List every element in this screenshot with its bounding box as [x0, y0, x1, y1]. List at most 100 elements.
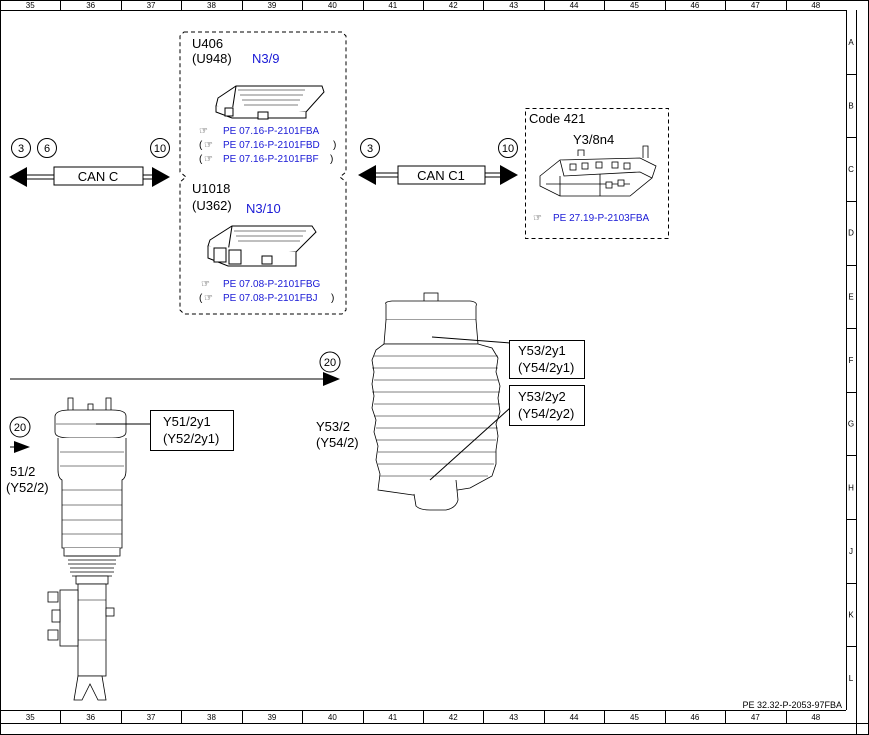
can-c-arrow-right	[152, 167, 170, 187]
column-label-bottom: 39	[267, 713, 276, 722]
connector-20-label: 20	[324, 357, 336, 369]
module-u1018-refs: ☞ PE 07.08-P-2101FBG ( ☞ PE 07.08-P-2101…	[199, 279, 334, 304]
front-valve-callout	[150, 410, 234, 451]
rear-strut-illustration	[371, 292, 501, 511]
column-label-bottom: 48	[811, 713, 820, 722]
front-cut-label-1: 51/2	[10, 464, 35, 479]
row-label: H	[848, 483, 854, 492]
column-label-bottom: 37	[147, 713, 156, 722]
rear-valve1-callout	[509, 340, 585, 379]
paren-close: )	[331, 293, 334, 304]
connector-10-left-label: 10	[154, 143, 166, 155]
ref-link-1[interactable]: PE 07.16-P-2101FBA	[223, 126, 319, 137]
hand-icon: ☞	[204, 293, 213, 304]
hand-icon: ☞	[204, 140, 213, 151]
column-ruler: 3535363637373838393940404141424243434444…	[26, 0, 821, 723]
module-u406-alt-id: (U948)	[192, 51, 232, 66]
rear-valve1-label-2: (Y54/2y1)	[518, 360, 574, 375]
row-label: F	[849, 356, 854, 365]
ref-link-6[interactable]: PE 27.19-P-2103FBA	[553, 213, 649, 224]
column-label-bottom: 44	[570, 713, 579, 722]
column-label-top: 35	[26, 1, 35, 10]
module-code-421: Code 421 Y3/8n4 ☞ PE 27.19-P-2103FBA	[525, 108, 669, 239]
column-label-top: 45	[630, 1, 639, 10]
column-label-bottom: 47	[751, 713, 760, 722]
connector-6-left	[37, 138, 57, 158]
front-valve-label-2: (Y52/2y1)	[163, 431, 219, 446]
connection-20-arrow: 20	[10, 351, 341, 386]
connector-20-front	[9, 416, 31, 438]
ref-link-5[interactable]: PE 07.08-P-2101FBJ	[223, 293, 318, 304]
can-c1-bus: CAN C1 3 10	[358, 138, 518, 185]
ref-link-3[interactable]: PE 07.16-P-2101FBF	[223, 154, 319, 165]
module-u406-refs: ☞ PE 07.16-P-2101FBA ( ☞ PE 07.16-P-2101…	[199, 126, 336, 165]
hand-icon: ☞	[201, 279, 210, 290]
paren-close: )	[330, 154, 333, 165]
hand-icon: ☞	[204, 154, 213, 165]
row-label: A	[848, 38, 854, 47]
column-label-bottom: 35	[26, 713, 35, 722]
connector-3-left-label: 3	[18, 143, 24, 155]
column-label-bottom: 36	[86, 713, 95, 722]
rear-strut-label: Y53/2	[316, 419, 350, 434]
column-label-bottom: 45	[630, 713, 639, 722]
column-label-top: 36	[86, 1, 95, 10]
row-label: L	[849, 674, 854, 683]
n3-9-ecu-illustration	[215, 85, 325, 120]
column-label-bottom: 43	[509, 713, 518, 722]
front-valve-label-1: Y51/2y1	[163, 414, 211, 429]
module-u1018: U1018 (U362) N3/10 ☞ PE 07.08-P-2101FBG …	[192, 181, 334, 304]
module-u406: U406 (U948) N3/9 ☞ PE 07.16-P-2101FBA ( …	[179, 31, 347, 315]
can-c1-arrow-left	[358, 165, 376, 185]
column-label-top: 39	[267, 1, 276, 10]
connector-6-left-label: 6	[44, 143, 50, 155]
hand-icon: ☞	[533, 213, 542, 224]
can-c-box	[53, 166, 144, 186]
module-u1018-alt-id: (U362)	[192, 198, 232, 213]
rear-air-strut: Y53/2y1 (Y54/2y1) Y53/2y2 (Y54/2y2) Y53/…	[316, 292, 585, 511]
n3-10-ecu-illustration	[207, 225, 317, 267]
front-cut-label-2: (Y52/2)	[6, 480, 49, 495]
column-label-top: 44	[570, 1, 579, 10]
module-group-dashed-outline	[179, 31, 347, 315]
column-label-top: 40	[328, 1, 337, 10]
ref-link-2[interactable]: PE 07.16-P-2101FBD	[223, 140, 320, 151]
connection-20-arrowhead	[323, 372, 340, 386]
paren-open: (	[199, 154, 203, 165]
column-label-bottom: 40	[328, 713, 337, 722]
document-reference: PE 32.32-P-2053-97FBA	[742, 700, 842, 710]
module-code-421-code: Code 421	[529, 111, 585, 126]
front-air-strut: 20 51/2 (Y52/2) Y51/2y1 (Y52/2y1)	[6, 397, 234, 701]
front-strut-illustration	[47, 397, 127, 701]
can-c-arrow-left	[9, 167, 27, 187]
y3-8n4-valve-body-illustration	[539, 145, 657, 197]
rear-valve1-leader-line	[431, 336, 511, 344]
row-label: C	[848, 165, 854, 174]
rear-valve2-callout	[509, 385, 585, 426]
connector-20	[319, 351, 341, 373]
connector-3-left	[11, 138, 31, 158]
connector-10-right-label: 10	[502, 143, 514, 155]
column-label-bottom: 41	[388, 713, 397, 722]
row-label: E	[848, 292, 853, 301]
column-label-top: 43	[509, 1, 518, 10]
row-label: D	[848, 229, 854, 238]
paren-open: (	[199, 293, 203, 304]
column-label-top: 47	[751, 1, 760, 10]
column-label-top: 48	[811, 1, 820, 10]
row-label: K	[848, 611, 854, 620]
module-u406-id: U406	[192, 36, 223, 51]
module-u406-name: N3/9	[252, 51, 279, 66]
rear-valve1-label-1: Y53/2y1	[518, 343, 566, 358]
connector-10-left	[150, 138, 170, 158]
hand-icon: ☞	[199, 126, 208, 137]
ref-link-4[interactable]: PE 07.08-P-2101FBG	[223, 279, 320, 290]
can-c1-box	[397, 165, 486, 185]
can-c-bus: CAN C 3 6 10	[9, 138, 170, 187]
column-label-bottom: 38	[207, 713, 216, 722]
row-label: J	[849, 547, 853, 556]
module-code-421-name: Y3/8n4	[573, 132, 614, 147]
connector-3-right	[360, 138, 380, 158]
